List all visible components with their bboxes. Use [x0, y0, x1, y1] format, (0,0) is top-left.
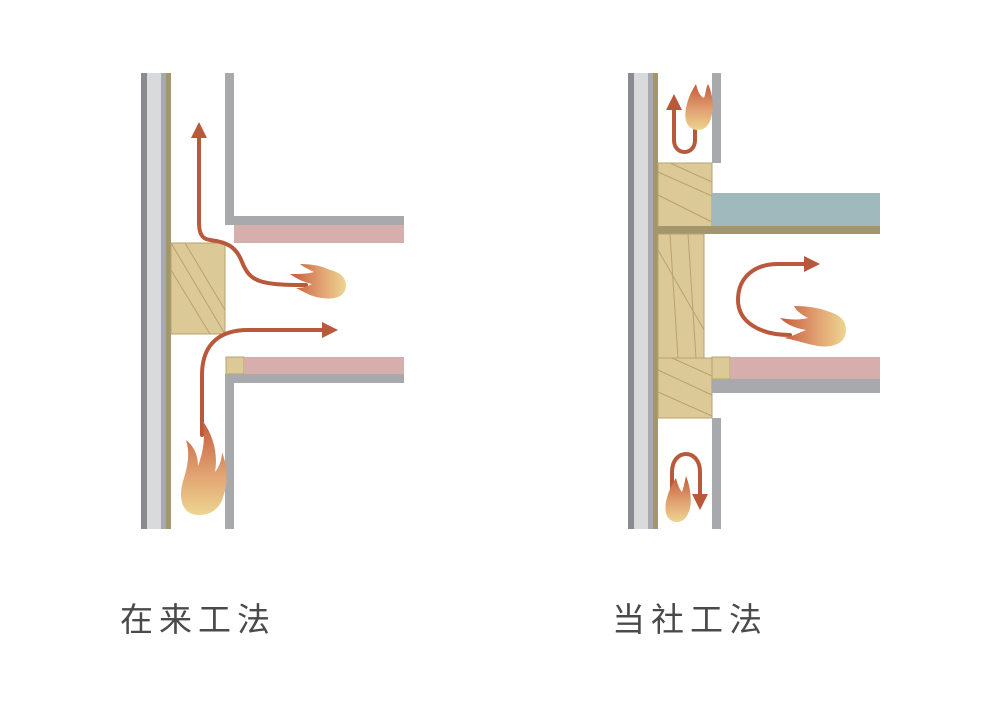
wood-column	[657, 233, 705, 359]
arrow-loop-top	[666, 94, 697, 154]
arrow-loop-bottom	[670, 452, 708, 510]
upper-ceiling	[234, 216, 404, 243]
exterior-wall	[141, 73, 171, 529]
our-method-diagram	[628, 73, 880, 529]
lower-floor	[225, 356, 404, 383]
upper-floor-slab	[658, 193, 880, 234]
conventional-diagram	[141, 73, 404, 529]
flame-icon	[665, 476, 691, 522]
fire-arrows	[666, 94, 820, 510]
arrow-up-wall	[191, 122, 308, 287]
flame-icon	[180, 420, 227, 515]
wood-block	[170, 242, 226, 335]
interior-wall	[712, 73, 721, 529]
fire-arrows	[191, 122, 338, 437]
flame-icon	[290, 264, 346, 299]
arrow-loop-middle	[735, 256, 820, 337]
caption-our-method: 当社工法	[612, 600, 768, 639]
upper-fire-stop	[657, 162, 713, 228]
arrow-from-below	[200, 322, 338, 437]
caption-conventional-method: 在来工法	[120, 600, 276, 639]
interior-wall	[225, 73, 234, 529]
exterior-wall	[628, 73, 658, 529]
flame-icon	[685, 84, 713, 130]
lower-floor	[712, 357, 880, 393]
flame-icon	[780, 306, 846, 347]
